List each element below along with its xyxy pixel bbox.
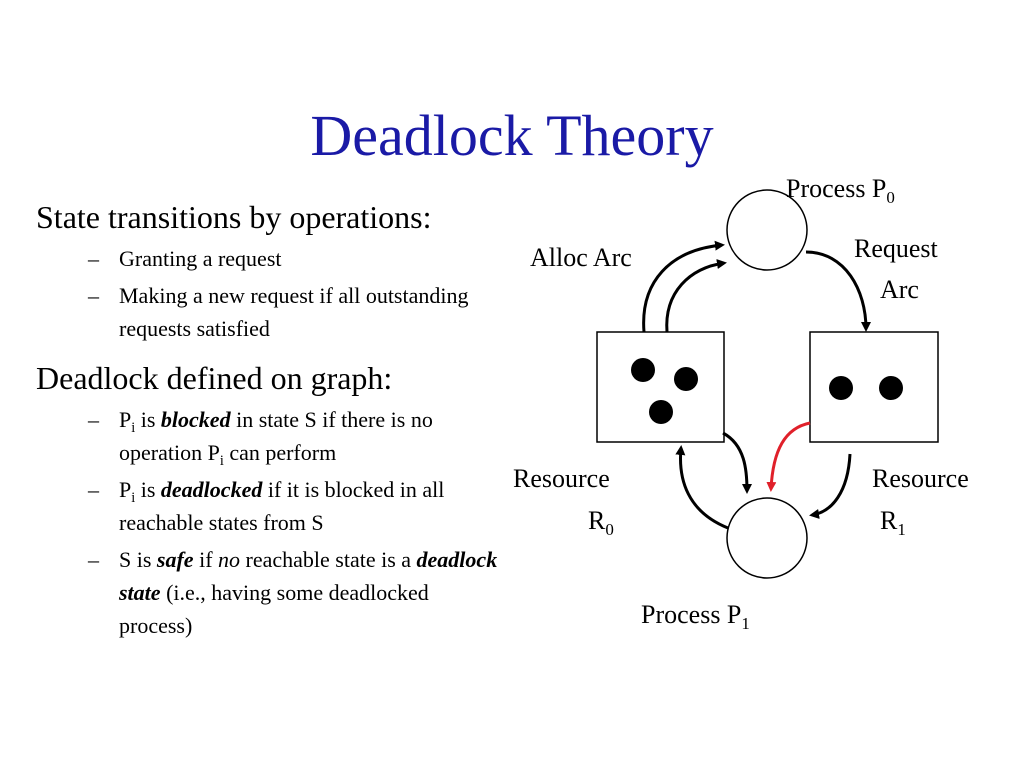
label-resource-r0: Resource	[513, 464, 610, 493]
resource-unit-dot	[829, 376, 853, 400]
alloc-arc-r0-p1	[722, 431, 752, 494]
reach-text: reachable state is a	[240, 547, 417, 572]
safe-tail: (i.e., having some deadlocked process)	[119, 580, 429, 638]
sub-bullet-new-request: –Making a new request if all outstanding…	[36, 279, 506, 345]
sub-bullet-text: Making a new request if all outstanding …	[119, 283, 469, 341]
sub-bullet-safe: –S is safe if no reachable state is a de…	[36, 543, 506, 642]
sub-bullet-text: Granting a request	[119, 246, 282, 271]
p-subscript: i	[131, 490, 136, 506]
resource-r0-box	[596, 331, 725, 443]
p-subscript: i	[219, 453, 224, 469]
bullet-state-transitions: State transitions by operations:	[36, 199, 432, 235]
resource-unit-dot	[674, 367, 698, 391]
label-process-p0: Process P0	[786, 174, 895, 207]
is-text: is	[135, 407, 161, 432]
blocked-tail: can perform	[223, 440, 337, 465]
deadlocked-rest: if it is blocked in all reachable states…	[119, 477, 445, 535]
request-arc-p1-r0	[675, 445, 729, 530]
slide-title: Deadlock Theory	[310, 103, 714, 168]
is-text: is	[135, 477, 161, 502]
p-letter: P	[119, 477, 132, 502]
if-text: if	[193, 547, 219, 572]
resource-unit-dot	[631, 358, 655, 382]
label-alloc-arc: Alloc Arc	[530, 243, 632, 272]
label-process-p1: Process P1	[641, 600, 750, 633]
p-letter: P	[119, 407, 132, 432]
sub-bullet-blocked: –Pi is blocked in state S if there is no…	[36, 403, 506, 469]
blocked-rest: in state S if there is no operation P	[119, 407, 433, 465]
alloc-arc-r0-p0-outer	[642, 240, 725, 333]
bullet-list: State transitions by operations: –Granti…	[36, 198, 506, 646]
alloc-arc-r0-p0-inner	[665, 259, 727, 333]
dash-marker: –	[88, 477, 99, 502]
label-r0-name: R0	[588, 506, 614, 539]
dash-marker: –	[88, 283, 99, 308]
label-request-line1: Request	[854, 234, 939, 263]
process-p0-node	[726, 189, 808, 271]
deadlock-state-term: deadlock state	[119, 547, 498, 605]
dash-marker: –	[88, 246, 99, 271]
resource-unit-dot	[649, 400, 673, 424]
no-term: no	[218, 547, 241, 572]
dash-marker: –	[88, 547, 99, 572]
label-request-line2: Arc	[880, 275, 919, 304]
request-arc-p0-r1	[805, 250, 871, 332]
sub-bullet-deadlocked: –Pi is deadlocked if it is blocked in al…	[36, 473, 506, 539]
label-r1-name: R1	[880, 506, 906, 539]
s-is-text: S is	[119, 547, 157, 572]
deadlocked-term: deadlocked	[160, 477, 263, 502]
dash-marker: –	[88, 407, 99, 432]
bullet-deadlock-defined: Deadlock defined on graph:	[36, 360, 393, 396]
label-resource-r1: Resource	[872, 464, 969, 493]
sub-bullet-granting: –Granting a request	[36, 242, 506, 275]
p-subscript: i	[131, 420, 136, 436]
resource-unit-dot	[879, 376, 903, 400]
blocked-term: blocked	[160, 407, 231, 432]
safe-term: safe	[156, 547, 194, 572]
process-p1-node	[726, 497, 808, 579]
alloc-arc-r1-p1	[809, 453, 852, 519]
red-arc-r1-p1	[766, 421, 811, 492]
